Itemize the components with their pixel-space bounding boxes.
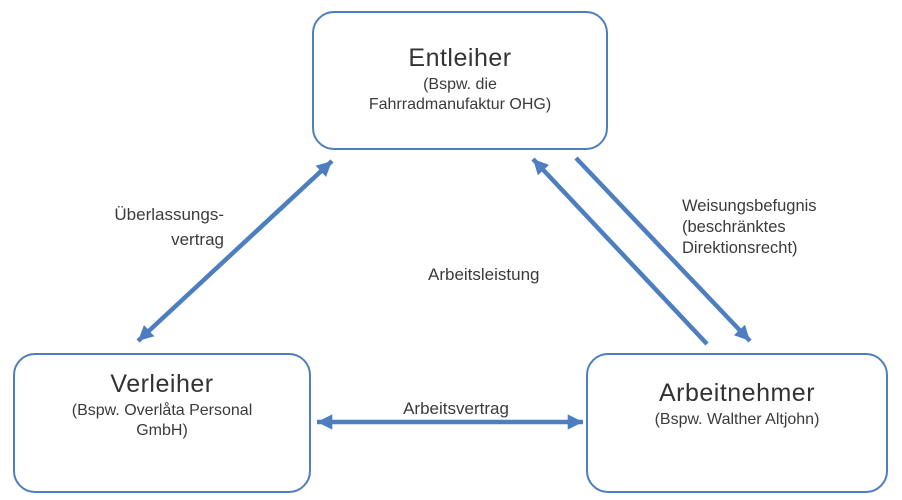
arrow-arbeitsleistung — [531, 157, 709, 346]
node-verleiher: Verleiher (Bspw. Overlåta Personal GmbH) — [13, 353, 311, 493]
node-entleiher: Entleiher (Bspw. die Fahrradmanufaktur O… — [312, 11, 608, 150]
node-arbeitnehmer-subtitle: (Bspw. Walther Altjohn) — [654, 411, 820, 428]
node-arbeitnehmer: Arbeitnehmer (Bspw. Walther Altjohn) — [586, 353, 888, 493]
node-arbeitnehmer-title: Arbeitnehmer — [658, 379, 816, 407]
edge-label-arbeitsvertrag: Arbeitsvertrag — [403, 399, 509, 418]
arrow-ueberlassungsvertrag — [136, 159, 334, 343]
node-entleiher-subtitle: (Bspw. die Fahrradmanufaktur OHG) — [368, 76, 552, 113]
arrow-weisungsbefugnis — [574, 156, 752, 343]
edge-label-arbeitsleistung: Arbeitsleistung — [428, 265, 540, 284]
node-verleiher-subtitle: (Bspw. Overlåta Personal GmbH) — [71, 402, 253, 439]
edge-label-weisungsbefugnis: Weisungsbefugnis (beschränktes Direktion… — [682, 197, 817, 257]
node-verleiher-title: Verleiher — [110, 370, 214, 398]
node-entleiher-title: Entleiher — [408, 44, 512, 72]
edge-label-ueberlassungsvertrag: Überlassungs- vertrag — [114, 205, 224, 249]
